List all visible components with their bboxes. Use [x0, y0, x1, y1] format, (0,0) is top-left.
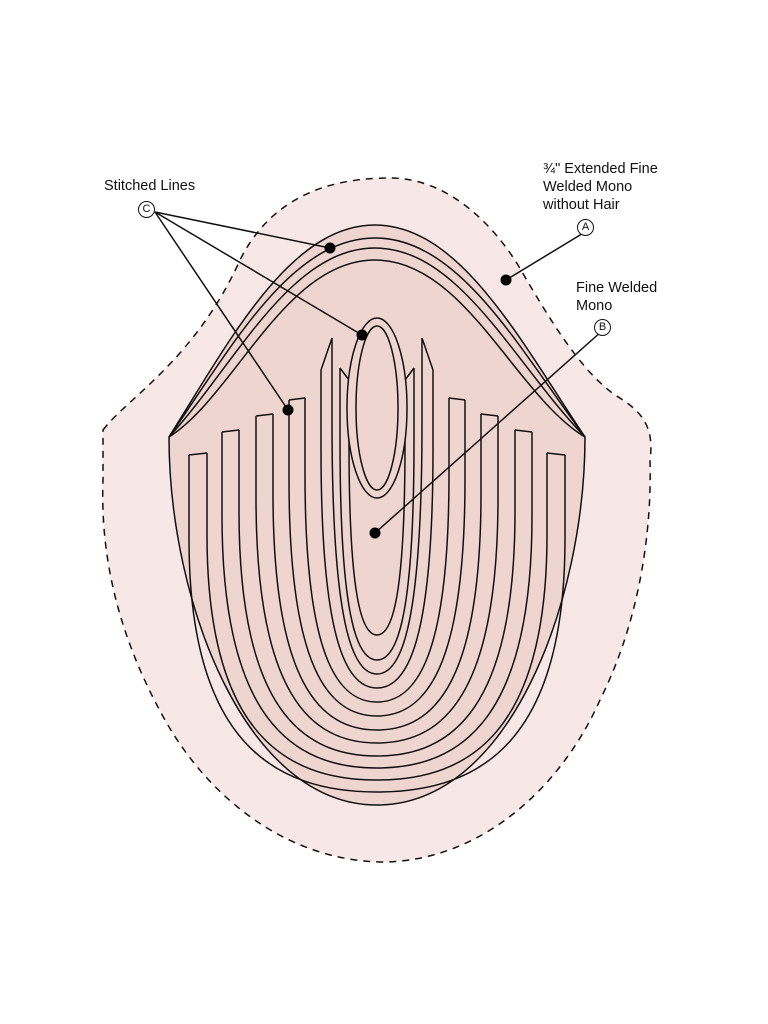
stitched-arch-line — [168, 247, 586, 438]
strip-line — [320, 370, 434, 689]
fine-mono-label-line: Mono — [576, 298, 613, 314]
callout-dot-b — [369, 527, 381, 539]
stitched-arch-line — [168, 237, 586, 438]
strip-cap — [339, 367, 350, 381]
stitched-arch-line — [168, 259, 586, 438]
strip-cap — [514, 429, 533, 433]
strip-line — [331, 338, 423, 675]
stitched-lines-label: Stitched Lines — [104, 178, 196, 194]
stitched-arches — [168, 237, 586, 438]
strip-cap — [448, 397, 466, 401]
callout-line-b — [374, 330, 603, 534]
fine-mono-label-line: Fine Welded — [576, 280, 658, 296]
callout-dot-a — [500, 274, 512, 286]
strip-cap — [546, 452, 566, 456]
strip-cap — [188, 452, 208, 456]
callout-dots — [282, 242, 512, 539]
strip-lines — [188, 337, 566, 793]
strip-line — [339, 368, 415, 661]
callout-lines — [154, 211, 603, 534]
callout-line-a — [505, 231, 586, 281]
callout-dot-c1 — [324, 242, 336, 254]
crown-oval-inner — [355, 325, 399, 491]
strip-line — [288, 400, 466, 717]
strip-line — [206, 453, 548, 781]
strip-cap — [320, 337, 333, 371]
strip-cap — [288, 397, 306, 401]
strip-line — [304, 398, 450, 703]
marker-b: B — [594, 319, 611, 336]
strip-line — [188, 455, 566, 793]
strip-line — [238, 430, 516, 757]
strip-line — [221, 432, 533, 769]
strip-cap — [480, 413, 499, 417]
strip-line — [272, 414, 482, 731]
marker-c: C — [138, 201, 155, 218]
strip-cap — [421, 337, 434, 371]
callout-line-c3 — [154, 211, 289, 411]
fine-mono-base — [168, 224, 586, 806]
strip-cap — [221, 429, 240, 433]
extended-mono-label-line: without Hair — [543, 197, 620, 213]
extended-mono-label: ¾" Extended Fine Welded Mono without Hai… — [543, 160, 658, 214]
strip-cap — [404, 367, 415, 381]
strip-cap — [255, 413, 274, 417]
callout-line-c2 — [154, 211, 363, 336]
strip-line — [348, 380, 406, 636]
extended-mono-label-line: Welded Mono — [543, 179, 633, 195]
strip-line — [255, 416, 499, 744]
fine-mono-label: Fine Welded Mono — [576, 279, 657, 315]
marker-a: A — [577, 219, 594, 236]
callout-line-c1 — [154, 211, 331, 249]
extended-mono-label-line: ¾" Extended Fine — [543, 161, 658, 177]
callout-dot-c2 — [356, 329, 368, 341]
callout-dot-c3 — [282, 404, 294, 416]
